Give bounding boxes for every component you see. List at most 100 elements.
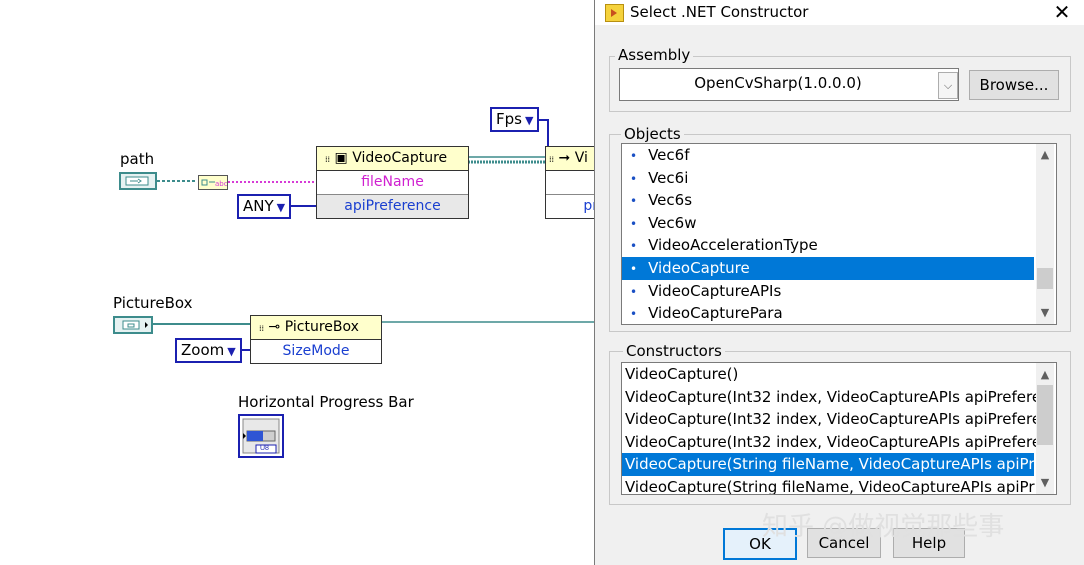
picturebox-node-header: ⁞⁞ ⊸ PictureBox: [251, 316, 381, 340]
assembly-value: OpenCvSharp(1.0.0.0): [694, 74, 862, 92]
bullet-icon: •: [630, 194, 638, 209]
objects-list-item[interactable]: • Vec6i: [622, 167, 1034, 190]
constructors-scrollbar[interactable]: ▲ ▼: [1036, 363, 1054, 494]
constructors-list-item[interactable]: VideoCapture(): [625, 365, 739, 383]
ok-button[interactable]: OK: [723, 528, 797, 560]
path-to-string-icon: abc: [201, 179, 228, 188]
constructor-icon: ▣: [334, 150, 348, 166]
property-node-partial[interactable]: ⁞⁞ ➞ Vi pr: [545, 146, 594, 219]
scroll-up-icon[interactable]: ▲: [1040, 148, 1050, 161]
apipreference-input[interactable]: apiPreference: [317, 194, 468, 218]
picturebox-node-title: PictureBox: [284, 319, 359, 335]
cancel-button[interactable]: Cancel: [807, 528, 881, 558]
node-error-icon: ⁞⁞: [325, 155, 331, 164]
close-icon[interactable]: ✕: [1053, 0, 1071, 24]
sizemode-enum[interactable]: Zoom▼: [175, 338, 242, 363]
scroll-up-icon[interactable]: ▲: [1040, 368, 1050, 381]
objects-list-item[interactable]: • Vec6w: [622, 212, 1034, 235]
videocapture-node-header: ⁞⁞ ▣ VideoCapture: [317, 147, 468, 171]
objects-list-item[interactable]: • VideoAccelerationType: [622, 234, 1034, 257]
videocapture-constructor-node[interactable]: ⁞⁞ ▣ VideoCapture fileName apiPreference: [316, 146, 469, 219]
filename-input[interactable]: fileName: [361, 174, 424, 190]
constructors-list-item[interactable]: VideoCapture(Int32 index, VideoCaptureAP…: [625, 432, 1042, 451]
svg-text:abc: abc: [215, 180, 227, 188]
scroll-down-icon[interactable]: ▼: [1040, 306, 1050, 319]
objects-list-item-label: VideoCapturePara: [648, 304, 783, 323]
scroll-down-icon[interactable]: ▼: [1040, 476, 1050, 489]
labview-app-icon: [605, 4, 624, 22]
help-button[interactable]: Help: [893, 528, 965, 558]
progress-bar-type-label: U8: [260, 445, 269, 452]
fps-enum-value: Fps: [496, 110, 522, 128]
objects-list-item[interactable]: •VideoCaptureAPIs: [622, 280, 1034, 303]
path-to-string-node[interactable]: abc: [198, 175, 228, 190]
chevron-down-icon[interactable]: ⌵: [938, 72, 958, 99]
picturebox-property-node[interactable]: ⁞⁞ ⊸ PictureBox SizeMode: [250, 315, 382, 364]
bullet-icon: •: [630, 216, 638, 231]
property-node-field[interactable]: pr: [546, 194, 594, 218]
objects-list-item[interactable]: • VideoCapture: [622, 256, 1034, 280]
dialog-title: Select .NET Constructor: [630, 3, 809, 21]
constructors-scroll-thumb[interactable]: [1037, 385, 1053, 445]
progress-bar-terminal[interactable]: U8: [238, 414, 284, 458]
objects-items: • Vec6f • Vec6i • Vec6s • Vec6w • VideoAccelerati…: [622, 144, 1034, 324]
property-arrow-icon: ⊸: [268, 319, 281, 335]
constructors-list-item[interactable]: VideoCapture(Int32 index, VideoCaptureAP…: [625, 387, 1042, 406]
objects-scrollbar[interactable]: ▲ ▼: [1036, 144, 1054, 324]
select-constructor-dialog: Select .NET Constructor ✕ Assembly OpenC…: [594, 0, 1084, 565]
constructors-list-item[interactable]: VideoCapture(String fileName, VideoCaptu…: [622, 453, 1035, 476]
path-label: path: [120, 150, 155, 168]
property-arrow-icon: ➞: [558, 150, 571, 166]
objects-list-item[interactable]: • VideoCapturePara: [622, 302, 1034, 324]
bullet-icon: •: [630, 284, 638, 299]
bullet-icon: •: [630, 307, 638, 322]
sizemode-enum-value: Zoom: [181, 341, 225, 359]
enum-down-arrow-icon: ▼: [227, 345, 236, 358]
assembly-select[interactable]: OpenCvSharp(1.0.0.0) ⌵: [619, 68, 959, 101]
objects-list[interactable]: • Vec6f • Vec6i • Vec6s • Vec6w • VideoAccelerati…: [621, 143, 1057, 325]
progress-bar-label: Horizontal Progress Bar: [238, 393, 414, 411]
constructors-list[interactable]: VideoCapture() VideoCapture(Int32 index, …: [621, 362, 1057, 495]
api-preference-enum[interactable]: ANY▼: [237, 194, 292, 219]
progress-bar-icon: [242, 418, 280, 454]
property-node-header: ⁞⁞ ➞ Vi: [546, 147, 594, 171]
objects-list-item-label: Vec6f: [648, 146, 690, 164]
node-error-icon: ⁞⁞: [549, 155, 555, 164]
objects-list-item-label: Vec6w: [648, 213, 697, 232]
objects-group: [609, 134, 1071, 332]
constructors-label: Constructors: [623, 342, 725, 360]
objects-list-item[interactable]: • Vec6s: [622, 189, 1034, 212]
constructors-group: [609, 351, 1071, 505]
browse-button[interactable]: Browse...: [969, 70, 1059, 100]
objects-label: Objects: [621, 125, 684, 143]
labview-arrow-icon: [611, 9, 617, 17]
constructors-list-item[interactable]: VideoCapture(String fileName, VideoCaptu…: [625, 477, 1035, 495]
fps-enum[interactable]: Fps▼: [490, 107, 540, 132]
property-node-blank-row: [546, 171, 594, 194]
bullet-icon: •: [630, 171, 638, 186]
constructors-items: VideoCapture() VideoCapture(Int32 index, …: [622, 363, 1042, 495]
objects-list-item[interactable]: • Vec6f: [622, 144, 1034, 167]
diagram-wires: [152, 119, 594, 351]
objects-list-item-label: Vec6i: [648, 168, 689, 187]
block-diagram: path abc ANY▼ ⁞⁞ ▣ VideoCapture fileName…: [113, 107, 594, 458]
objects-list-item-label: VideoCapture: [648, 258, 750, 277]
enum-down-arrow-icon: ▼: [524, 114, 534, 127]
enum-down-arrow-icon: ▼: [276, 201, 286, 214]
bullet-icon: •: [630, 149, 638, 163]
assembly-group: [609, 56, 1071, 112]
picturebox-terminal[interactable]: [113, 316, 153, 334]
bullet-icon: •: [630, 239, 638, 254]
path-terminal[interactable]: [119, 172, 157, 190]
videocapture-node-title: VideoCapture: [352, 150, 448, 166]
node-error-icon: ⁞⁞: [259, 324, 265, 333]
objects-list-item-label: VideoAccelerationType: [648, 236, 818, 255]
constructors-list-item[interactable]: VideoCapture(Int32 index, VideoCaptureAP…: [625, 410, 1042, 429]
path-terminal-icon: [125, 176, 149, 186]
sizemode-input[interactable]: SizeMode: [282, 343, 350, 359]
wire-fps: [538, 119, 549, 149]
objects-list-item-label: Vec6s: [648, 191, 693, 210]
objects-scroll-thumb[interactable]: [1037, 268, 1053, 289]
assembly-label: Assembly: [615, 46, 694, 64]
bullet-icon: •: [630, 261, 638, 276]
